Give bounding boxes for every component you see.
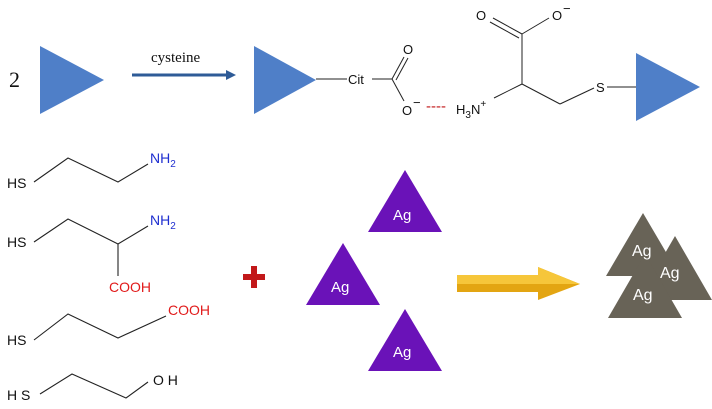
carboxyl-single-bond — [391, 78, 405, 102]
arrow-label-cysteine: cysteine — [151, 50, 200, 66]
cys-ch2-bond — [521, 83, 561, 105]
aggregate-label-2: Ag — [660, 265, 680, 282]
ligand-mercaptoethanol: H S O H — [7, 372, 178, 403]
carboxyl-double-bond-a — [391, 56, 405, 80]
nanoparticle-triangle-left — [40, 46, 104, 114]
thiol-s-label: S — [596, 80, 605, 95]
mpa-sh: HS — [7, 332, 26, 348]
cys-s-bond — [559, 87, 595, 105]
carboxyl-o-top: O — [403, 42, 413, 57]
cysteamine-sh: HS — [7, 175, 26, 191]
ionic-interaction-dashes: ---- — [426, 98, 446, 115]
nanoparticle-triangle-right — [636, 53, 700, 121]
mercaptoethanol-sh: H S — [7, 387, 30, 403]
cit-label: Cit — [348, 72, 364, 87]
carboxyl-minus-sign: − — [413, 95, 421, 110]
cys-o-minus: O — [552, 8, 562, 23]
ag-triangle-bottom: Ag — [368, 309, 442, 371]
nanoparticle-triangle-citrate — [254, 46, 316, 114]
mpa-cooh: COOH — [168, 302, 210, 318]
aggregated-particles: Ag Ag Ag — [606, 213, 712, 318]
plus-sign — [243, 266, 265, 288]
ligand-cysteamine: HS NH2 — [7, 150, 176, 191]
ag-label-top: Ag — [393, 207, 411, 224]
stoichiometric-coefficient: 2 — [9, 67, 20, 92]
h3n-label: H3N+ — [456, 99, 486, 121]
cys-co-single — [521, 17, 550, 35]
cysteine-sh: HS — [7, 234, 26, 250]
cys-minus-sign: − — [563, 1, 571, 16]
cys-co-double-a — [492, 17, 523, 35]
mercaptoethanol-oh: O H — [153, 372, 178, 388]
cys-o-top: O — [476, 8, 486, 23]
carboxyl-double-bond-b — [395, 57, 409, 81]
ag-triangle-top: Ag — [368, 170, 442, 232]
cysteine-nh2: NH2 — [150, 212, 176, 232]
reaction-arrow — [132, 70, 236, 80]
ag-label-middle: Ag — [331, 279, 349, 296]
cysteamine-nh2: NH2 — [150, 150, 176, 170]
aggregate-label-3: Ag — [633, 287, 653, 304]
aggregate-triangle-3 — [608, 254, 682, 318]
amine-bond — [493, 83, 523, 99]
ag-label-bottom: Ag — [393, 344, 411, 361]
cys-co-double-b — [489, 21, 520, 39]
aggregation-arrow — [457, 267, 580, 300]
ligand-mercaptopropionic-acid: HS COOH — [7, 302, 210, 348]
cysteine-cooh: COOH — [109, 279, 151, 295]
ag-triangle-middle: Ag — [306, 243, 380, 305]
carboxyl-o-minus: O — [402, 103, 412, 118]
ligand-cysteine: HS NH2 COOH — [7, 212, 176, 295]
aggregate-label-1: Ag — [632, 243, 652, 260]
